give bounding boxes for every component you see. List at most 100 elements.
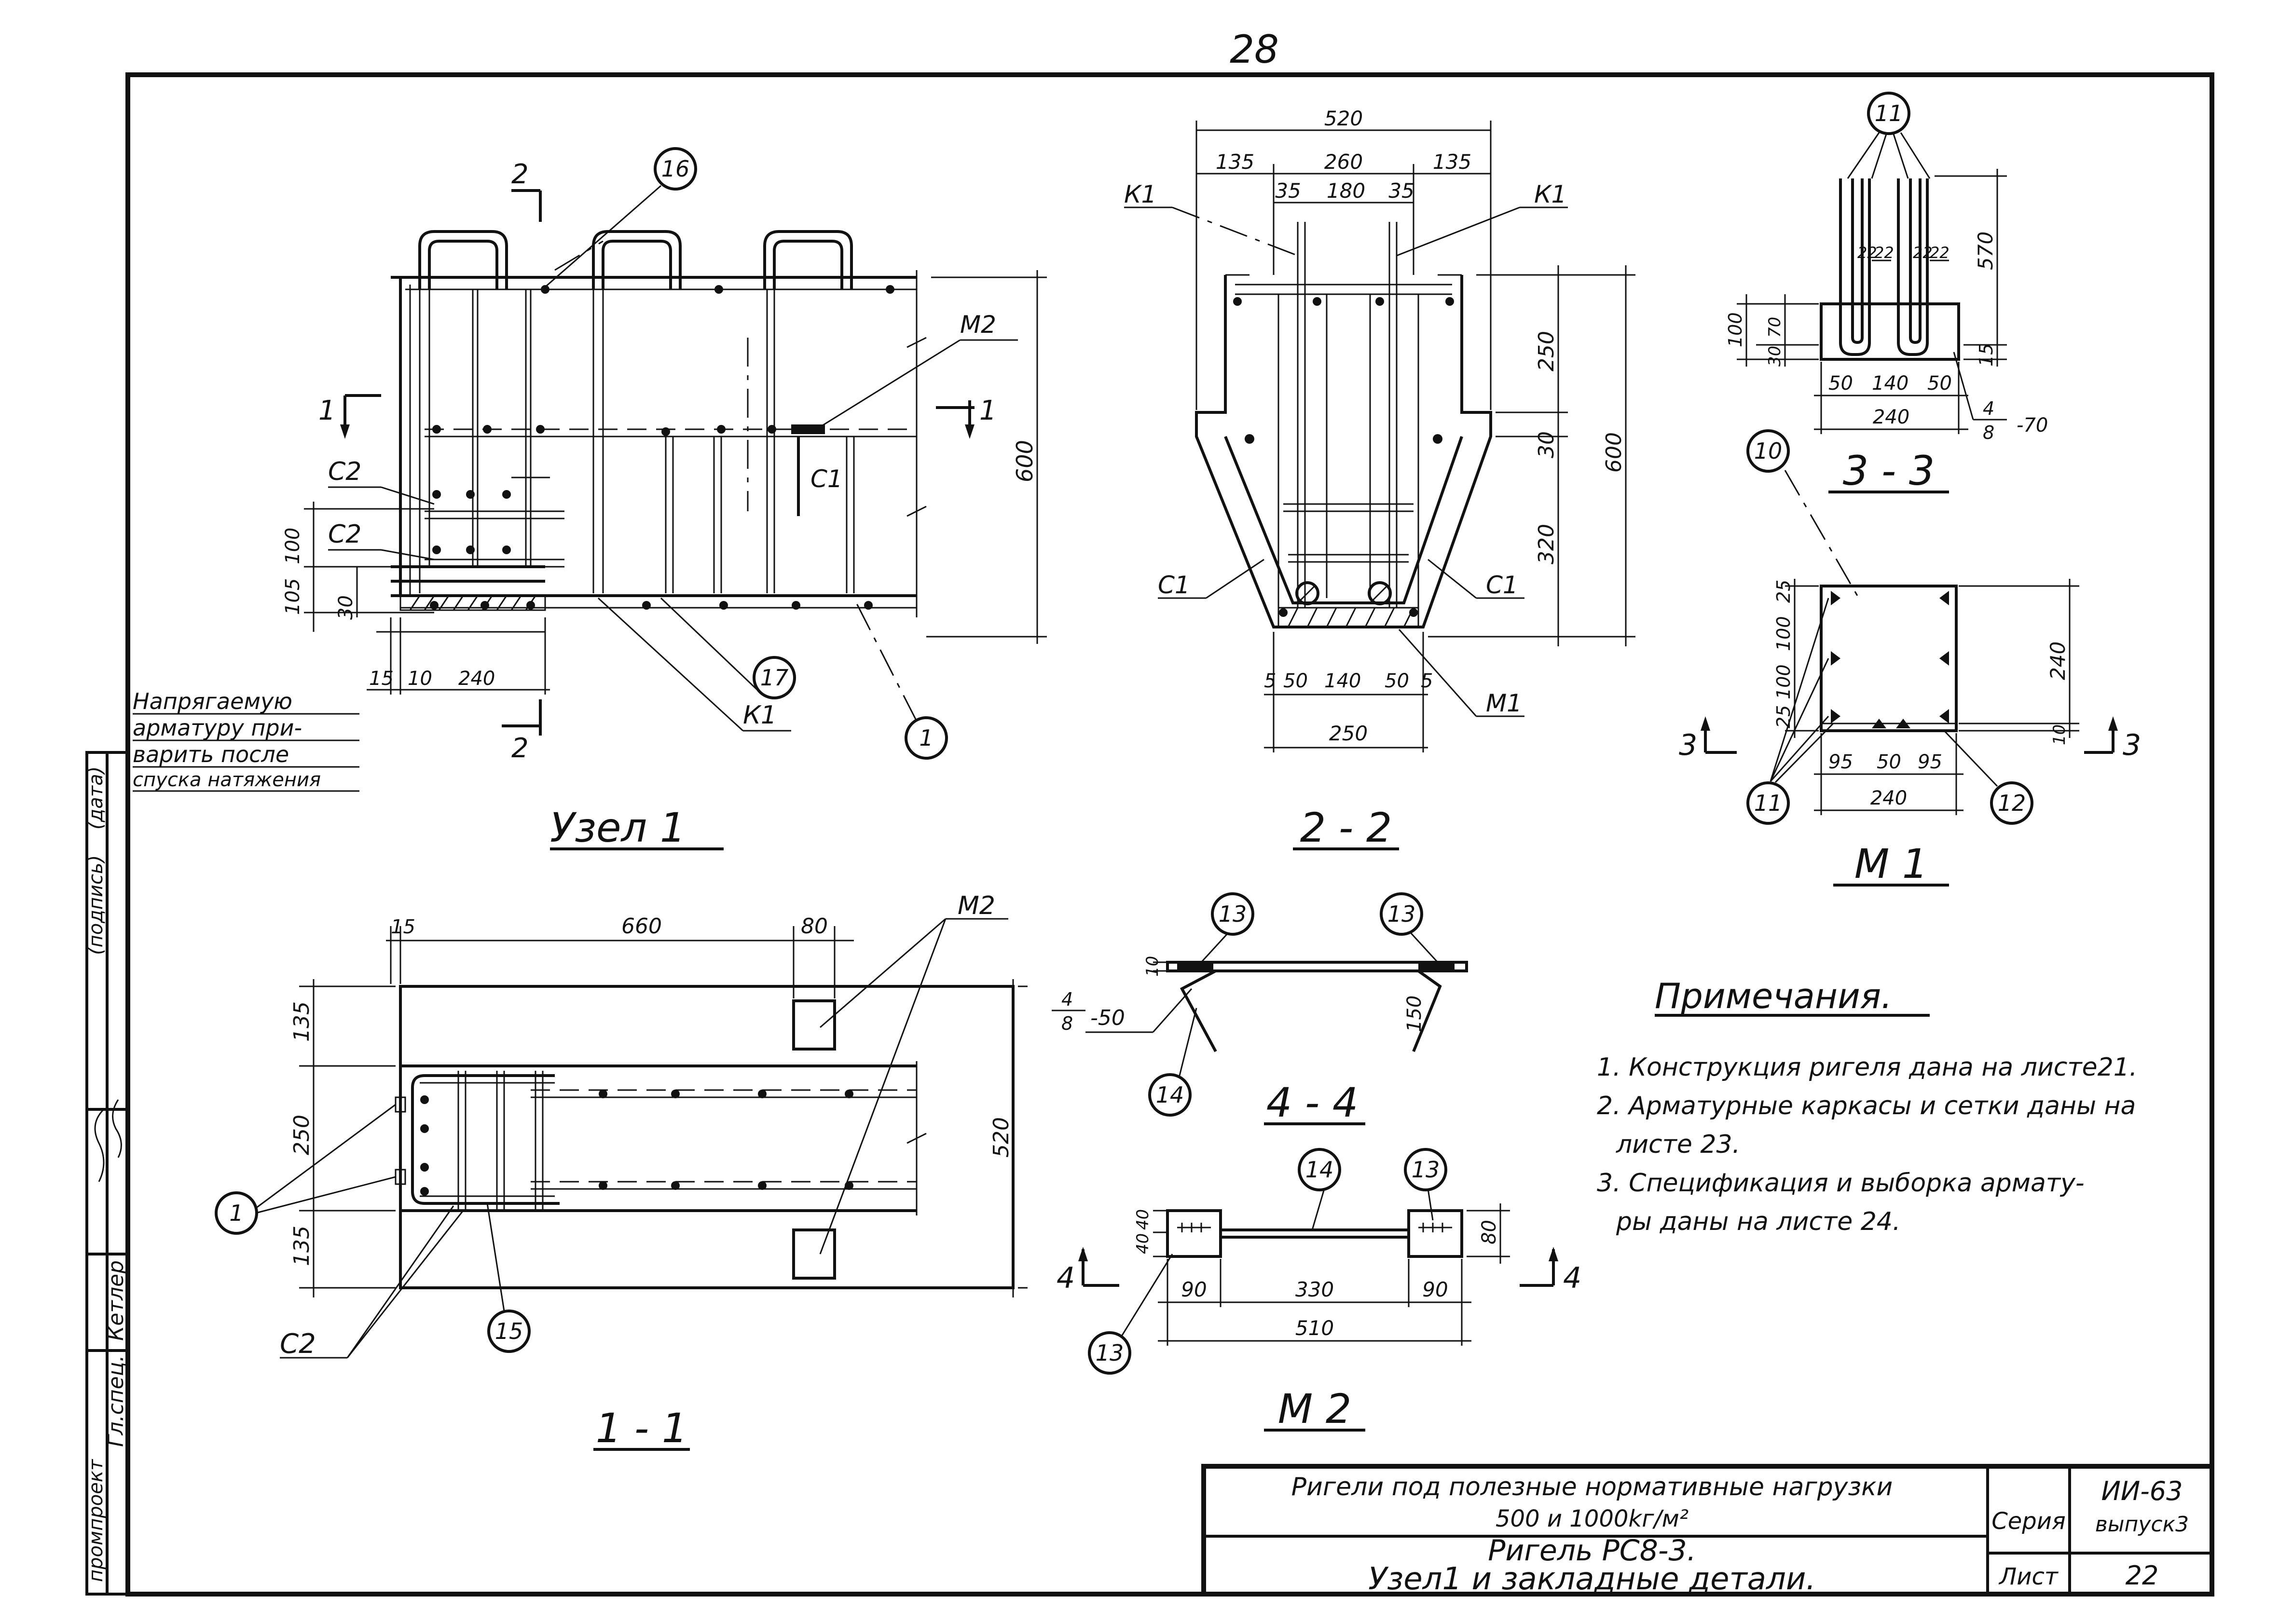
s33-weld-num: 4 bbox=[1983, 398, 1994, 419]
m1-callout-12: 12 bbox=[1998, 790, 2026, 816]
s11-dim-80: 80 bbox=[801, 914, 828, 939]
tb-seria-label: Серия bbox=[1991, 1508, 2066, 1535]
notes-title: Примечания. bbox=[1655, 976, 1892, 1016]
s11-dim-135a: 135 bbox=[289, 1001, 314, 1042]
s22-dim-135b: 135 bbox=[1433, 150, 1471, 174]
m1-dim-25b: 25 bbox=[1773, 705, 1794, 728]
svg-text:1: 1 bbox=[318, 395, 336, 426]
s33-dim-30: 30 bbox=[1765, 346, 1785, 367]
s44-dim-150: 150 bbox=[1403, 996, 1426, 1032]
s33-weld-len: -70 bbox=[2017, 414, 2048, 437]
s33-dim-50a: 50 bbox=[1828, 372, 1853, 395]
m2-title: М 2 bbox=[1278, 1385, 1352, 1433]
m1-dim-100b: 100 bbox=[1773, 664, 1794, 699]
tb-seria-value: ИИ-63 bbox=[2101, 1476, 2183, 1506]
s44-callout-14: 14 bbox=[1156, 1082, 1184, 1108]
uzel1-cut-2-bot: 2 bbox=[502, 699, 542, 764]
m1-dim-10: 10 bbox=[2050, 724, 2069, 745]
m2-callout-13b: 13 bbox=[1096, 1340, 1124, 1366]
m2-dim-330: 330 bbox=[1295, 1278, 1334, 1301]
m1-dim-240b: 240 bbox=[1870, 787, 1907, 809]
m1-dim-95a: 95 bbox=[1828, 751, 1853, 773]
svg-text:2: 2 bbox=[511, 159, 529, 190]
svg-text:1: 1 bbox=[979, 395, 997, 426]
uzel1-callout-17: 17 bbox=[760, 665, 789, 691]
s22-label-k1r: К1 bbox=[1534, 180, 1566, 208]
notes-item-5: ры даны на листе 24. bbox=[1616, 1207, 1901, 1236]
m2-dim-80: 80 bbox=[1478, 1220, 1500, 1244]
view-m2: 14 13 13 40 40 80 90 330 90 510 4 4 bbox=[1057, 1148, 1581, 1433]
s33-dim-50b: 50 bbox=[1927, 372, 1952, 395]
s33-dim-240: 240 bbox=[1873, 406, 1909, 428]
stamp-text-5: (дата) bbox=[85, 766, 107, 830]
view-section-1-1: 15 660 80 135 250 135 520 М2 1 С2 15 1 -… bbox=[215, 891, 1028, 1452]
view-uzel1: 600 100 105 30 15 10 240 М2 С1 С2 С2 К1 bbox=[133, 147, 1047, 851]
uzel1-dim-15: 15 bbox=[369, 668, 394, 690]
uzel1-label-c2b: С2 bbox=[328, 520, 361, 549]
tb-line3: Ригель РС8-3. bbox=[1488, 1534, 1696, 1568]
s11-callout-1: 1 bbox=[229, 1200, 243, 1226]
s22-dim-50b: 50 bbox=[1385, 670, 1409, 692]
m2-callout-13a: 13 bbox=[1412, 1157, 1440, 1183]
uzel1-dim-105: 105 bbox=[282, 578, 304, 615]
uzel1-note-2: арматуру при- bbox=[133, 715, 302, 741]
tb-line4: Узел1 и закладные детали. bbox=[1368, 1561, 1816, 1597]
m2-dim-40b: 40 bbox=[1133, 1233, 1153, 1254]
m1-dim-50: 50 bbox=[1877, 751, 1901, 773]
s44-callout-13a: 13 bbox=[1219, 901, 1247, 927]
uzel1-dim-100: 100 bbox=[282, 528, 304, 564]
s22-dim-600: 600 bbox=[1602, 432, 1626, 473]
s22-title: 2 - 2 bbox=[1300, 804, 1392, 851]
s33-callout-11: 11 bbox=[1875, 100, 1903, 126]
m2-dim-40a: 40 bbox=[1133, 1209, 1153, 1230]
stamp-text-4: (подпись) bbox=[85, 855, 107, 955]
m1-dim-100a: 100 bbox=[1773, 616, 1794, 651]
s22-dim-250b: 250 bbox=[1329, 722, 1368, 745]
s22-dim-320: 320 bbox=[1534, 524, 1559, 564]
s33-dim-570: 570 bbox=[1974, 232, 1997, 270]
uzel1-cut-2-top: 2 bbox=[511, 159, 542, 222]
s33-dim-22a: 22 bbox=[1857, 244, 1877, 262]
view-section-2-2: 520 135 260 135 35 180 35 250 30 600 320… bbox=[1124, 107, 1635, 851]
s33-dim-22d: 22 bbox=[1930, 244, 1950, 262]
s22-dim-5b: 5 bbox=[1421, 670, 1433, 692]
s22-label-c1r: С1 bbox=[1486, 571, 1518, 599]
side-stamp: Гл.спец. Кетлер промпроект (подпись) (да… bbox=[85, 766, 128, 1582]
s22-dim-50a: 50 bbox=[1283, 670, 1308, 692]
tb-line2: 500 и 1000kг/м² bbox=[1496, 1505, 1689, 1532]
tb-vypusk: выпуск3 bbox=[2095, 1512, 2189, 1537]
s22-dim-250: 250 bbox=[1534, 331, 1559, 371]
m1-title: М 1 bbox=[1854, 840, 1928, 887]
uzel1-label-c1: С1 bbox=[810, 465, 843, 493]
notes-item-2: 2. Арматурные каркасы и сетки даны на bbox=[1597, 1092, 2136, 1120]
s11-title: 1 - 1 bbox=[596, 1405, 688, 1452]
m1-cut-right: 3 bbox=[2123, 728, 2141, 762]
m1-callout-11: 11 bbox=[1754, 790, 1783, 816]
s44-title: 4 - 4 bbox=[1266, 1079, 1359, 1126]
m1-callout-10: 10 bbox=[1754, 438, 1783, 464]
s33-dim-22b: 22 bbox=[1874, 244, 1894, 262]
uzel1-note-1: Напрягаемую bbox=[133, 688, 292, 714]
s33-dim-140: 140 bbox=[1872, 372, 1908, 395]
s22-dim-135a: 135 bbox=[1216, 150, 1254, 174]
s22-label-k1l: К1 bbox=[1124, 180, 1156, 208]
notes-item-1: 1. Конструкция ригеля дана на листе21. bbox=[1597, 1053, 2137, 1082]
uzel1-dim-30: 30 bbox=[335, 595, 357, 620]
s33-dim-70: 70 bbox=[1765, 317, 1785, 338]
uzel1-title: Узел 1 bbox=[550, 804, 686, 851]
s44-weld-len: -50 bbox=[1090, 1006, 1125, 1030]
s11-dim-660: 660 bbox=[621, 914, 662, 939]
s22-dim-520: 520 bbox=[1324, 107, 1363, 130]
stamp-text-3: промпроект bbox=[85, 1459, 107, 1582]
s22-dim-260: 260 bbox=[1324, 150, 1363, 174]
s22-dim-140: 140 bbox=[1324, 670, 1361, 692]
s44-callout-13b: 13 bbox=[1387, 901, 1416, 927]
m2-callout-14: 14 bbox=[1305, 1157, 1334, 1183]
view-m1: 10 11 12 25 100 100 25 240 10 95 50 95 2… bbox=[1679, 429, 2141, 887]
tb-list-value: 22 bbox=[2126, 1560, 2159, 1591]
title-block: Ригели под полезные нормативные нагрузки… bbox=[1201, 1464, 2214, 1597]
stamp-text-1: Гл.спец. bbox=[104, 1355, 128, 1447]
m2-dim-90b: 90 bbox=[1422, 1278, 1448, 1301]
uzel1-cut-1-right: 1 bbox=[936, 395, 997, 439]
